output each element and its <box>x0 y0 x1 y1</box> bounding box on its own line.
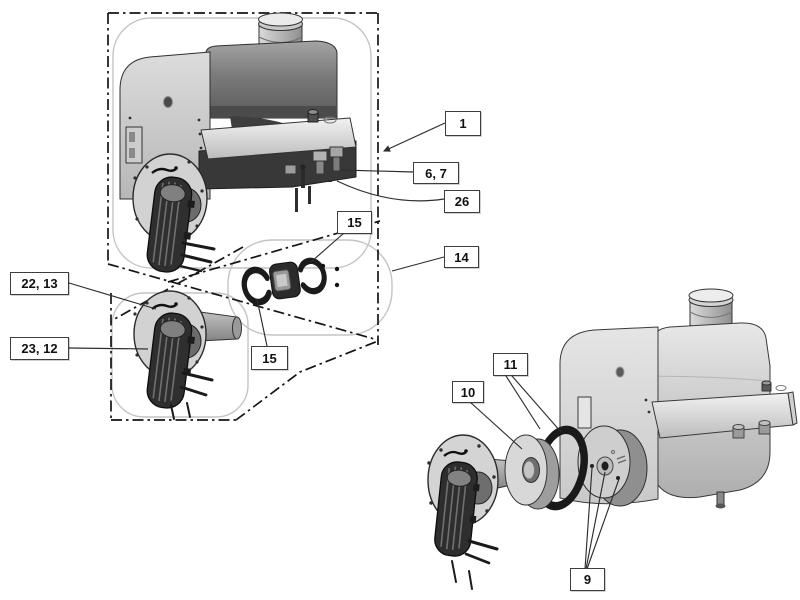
detail-burner-assembly <box>133 290 242 420</box>
leader-9c <box>586 478 620 570</box>
burner-pins <box>178 241 216 273</box>
callout-15-bottom: 15 <box>251 346 288 370</box>
callout-26: 26 <box>444 190 480 213</box>
plate-bolt <box>590 464 594 468</box>
callout-9: 9 <box>570 568 605 591</box>
callout-6-7: 6, 7 <box>413 162 459 184</box>
leader-14 <box>391 256 445 272</box>
guide-main-unit <box>112 17 372 269</box>
flange-bolts <box>133 296 204 371</box>
burner-handle <box>146 312 195 409</box>
callout-11: 11 <box>493 353 528 376</box>
burner-handle <box>146 176 195 273</box>
coupling-sleeve <box>269 261 301 300</box>
leader-10 <box>469 401 523 450</box>
callout-22-13: 22, 13 <box>10 272 69 295</box>
coupling-detail <box>241 257 340 306</box>
valve-fittings <box>284 146 344 212</box>
screw-dots <box>320 263 340 288</box>
igniter-wire <box>151 167 177 174</box>
burner-assembly-exploded <box>427 434 499 590</box>
leader-1-arrowhead <box>383 145 391 152</box>
leader-23-12 <box>68 347 149 350</box>
rail-fittings <box>307 109 337 124</box>
callout-15-top: 15 <box>337 211 372 234</box>
rail-fittings <box>732 380 787 439</box>
side-tab <box>577 396 592 429</box>
igniter-wire <box>443 450 467 457</box>
flange-disc <box>504 434 560 510</box>
panel-hole <box>615 366 625 378</box>
igniter-wire <box>151 303 177 310</box>
callout-1: 1 <box>445 111 481 136</box>
leader-1 <box>383 122 446 152</box>
leader-9b <box>585 471 606 570</box>
retaining-ring-right <box>297 257 327 295</box>
rail-end-cap <box>787 391 798 426</box>
burner-handle <box>434 461 480 557</box>
leader-11b <box>511 375 562 433</box>
leader-15-bottom <box>256 298 268 347</box>
unit-leg <box>715 491 726 509</box>
panel-bolts <box>128 116 203 150</box>
retaining-ring-left <box>241 266 273 306</box>
leader-11a <box>505 375 541 430</box>
callout-10: 10 <box>452 381 484 403</box>
main-heater-unit <box>119 12 357 273</box>
panel-hole <box>163 96 173 108</box>
callout-23-12: 23, 12 <box>10 337 69 360</box>
leader-6-7 <box>340 169 414 173</box>
leader-lines <box>68 122 620 570</box>
leader-22-13 <box>68 282 157 310</box>
callout-14: 14 <box>444 246 479 268</box>
leader-26 <box>336 180 445 202</box>
unit-body <box>205 40 338 119</box>
burner-assembly-attached <box>132 153 216 273</box>
body-shadow-band <box>206 106 337 118</box>
mounting-rail <box>200 117 357 160</box>
guide-ring-detail-bubble <box>227 239 393 336</box>
burner-pins <box>170 371 214 420</box>
detail-guide-outlines <box>111 17 393 418</box>
burner-pins <box>451 539 499 590</box>
leader-15-top <box>310 232 345 263</box>
side-bracket <box>125 126 143 164</box>
right-heater-unit <box>427 288 798 590</box>
leader-9a <box>584 467 593 570</box>
dash-dot-border <box>107 12 381 421</box>
